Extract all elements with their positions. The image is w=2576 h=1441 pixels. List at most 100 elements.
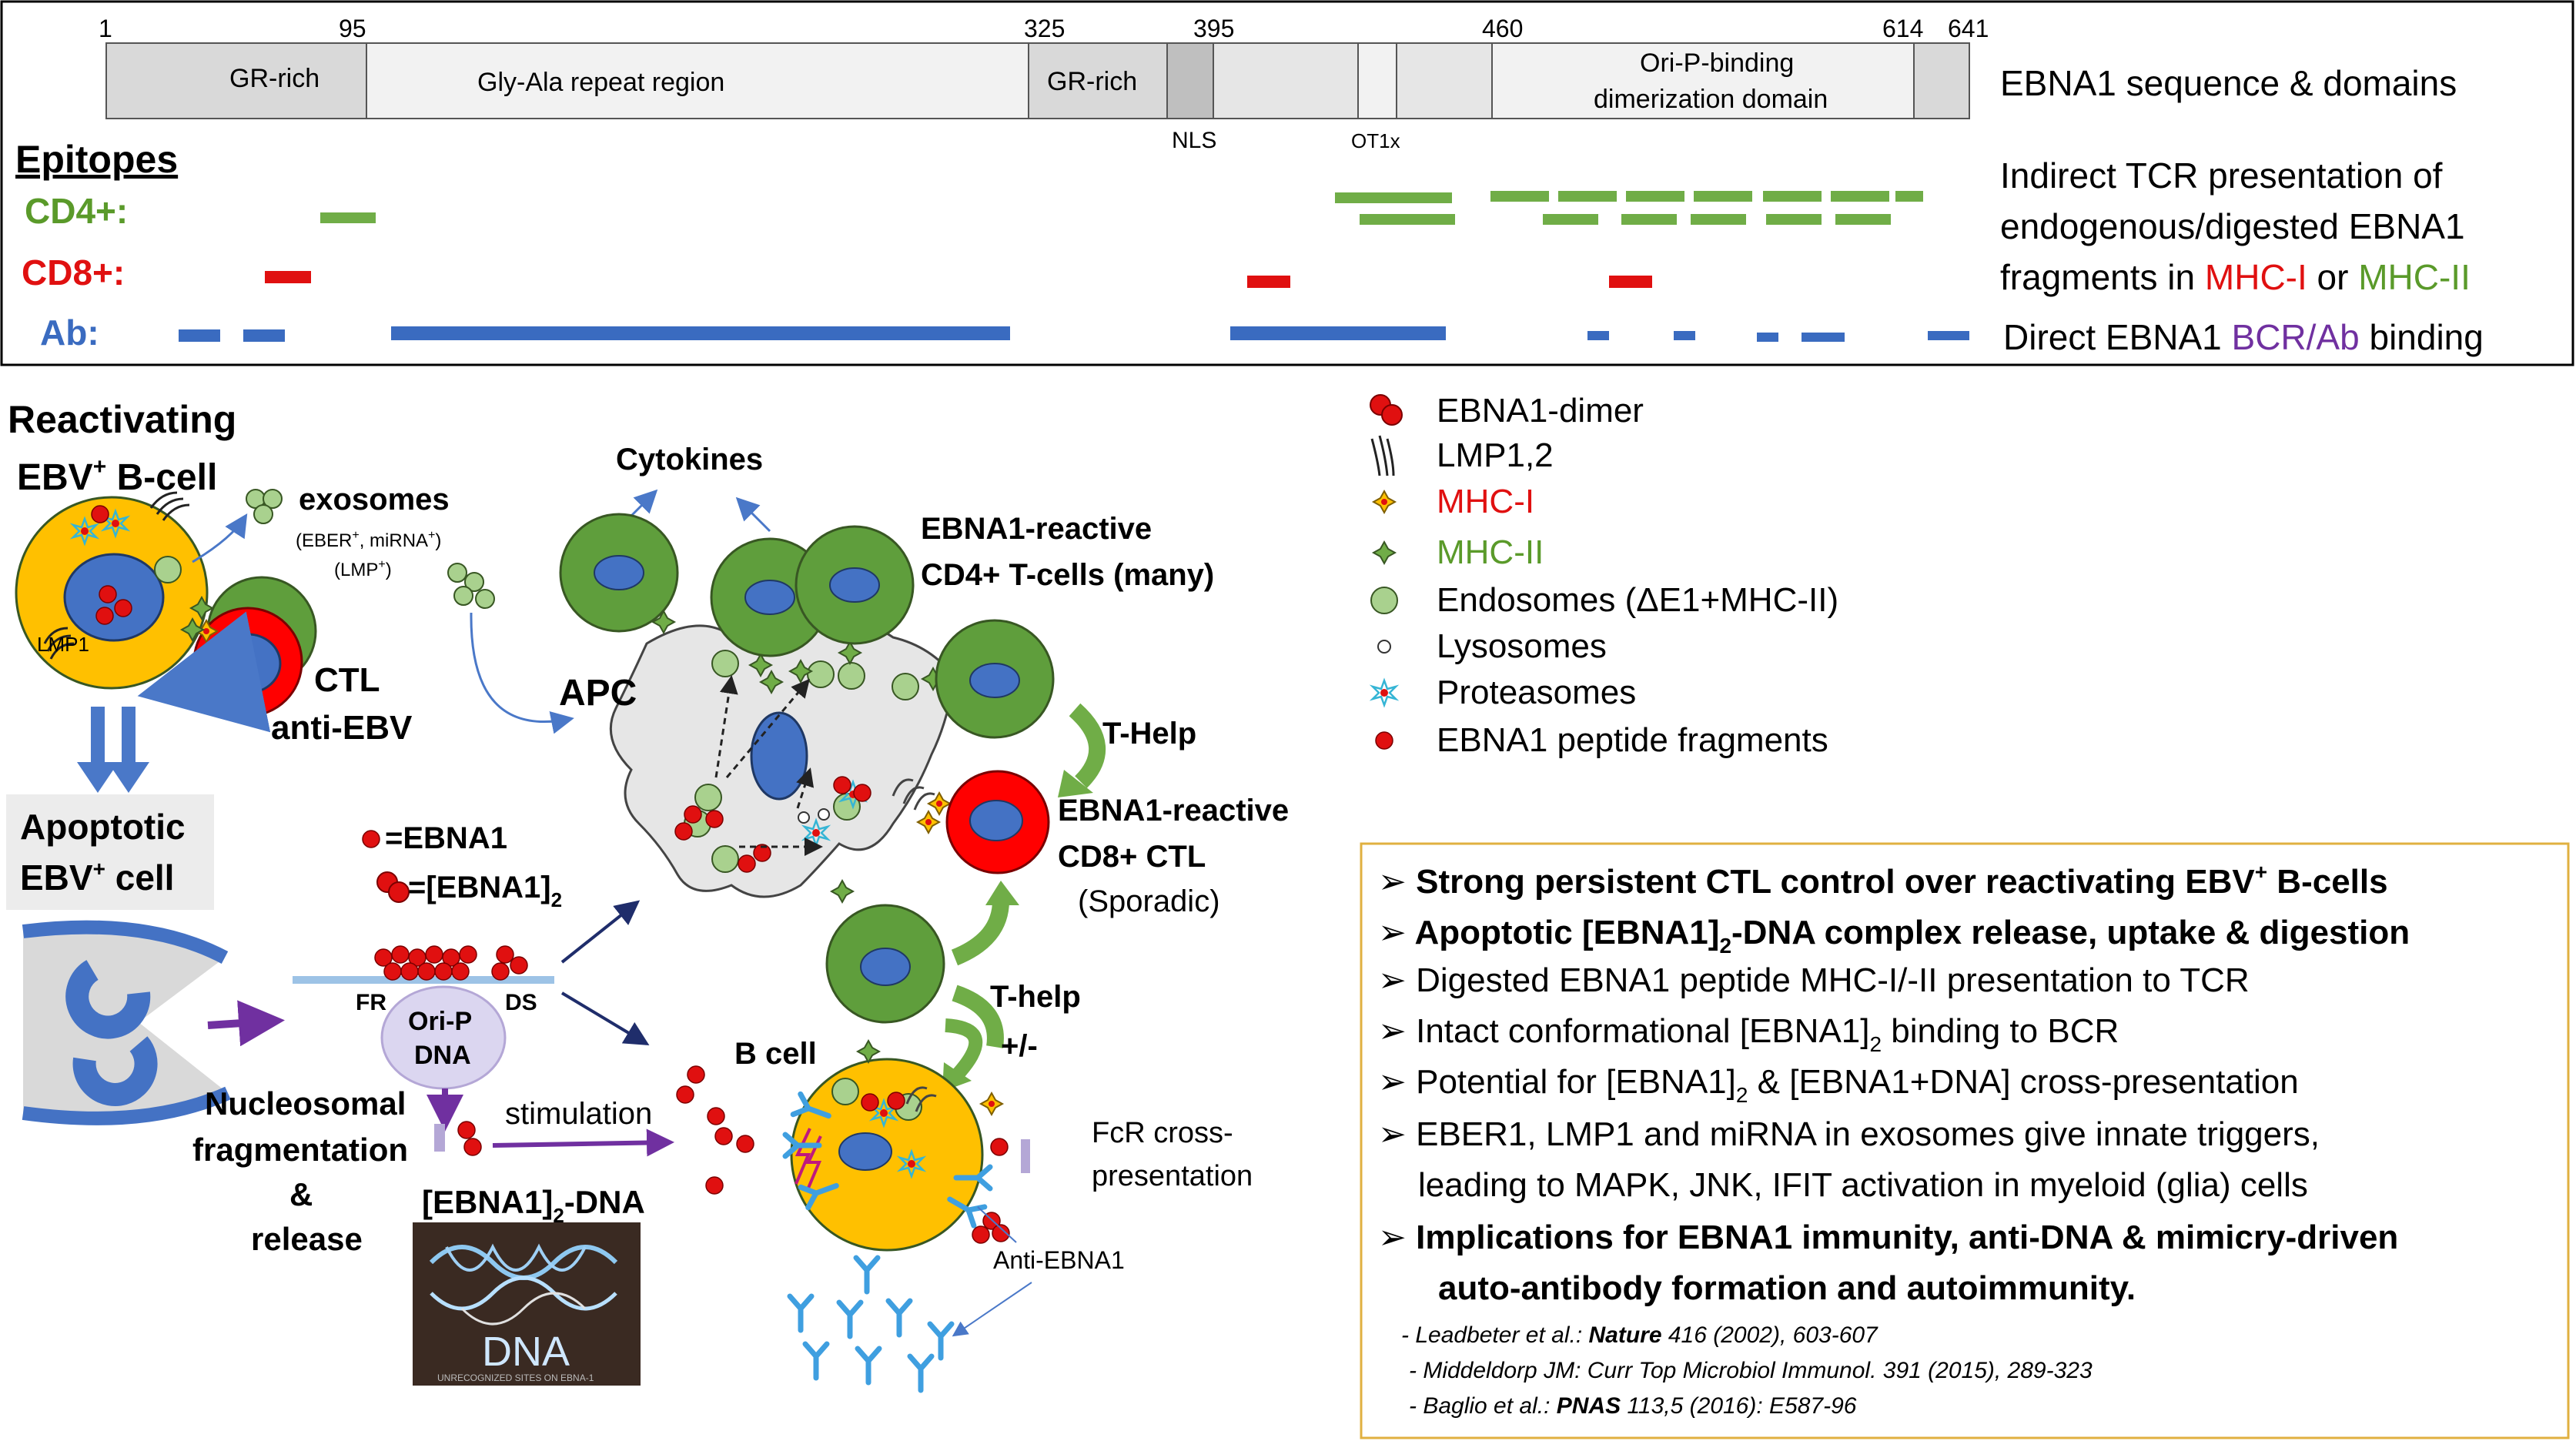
cd4-t-cells — [559, 513, 1055, 739]
bullet-3: ➢ Digested EBNA1 peptide MHC-I/-II prese… — [1378, 961, 2250, 999]
b-cell-label: B cell — [734, 1037, 817, 1071]
cd8-ctl-cell — [945, 770, 1050, 874]
domain-gly-ala — [366, 42, 1029, 119]
label-gly-ala: Gly-Ala repeat region — [477, 68, 724, 97]
release-label: release — [251, 1221, 363, 1257]
fcr-label-1: FcR cross- — [1092, 1117, 1233, 1149]
ab-label: Ab: — [40, 313, 99, 353]
bullet-2: ➢ Apoptotic [EBNA1]2-DNA complex release… — [1378, 914, 2410, 958]
ebna1-dimer-key: =[EBNA1]2 — [408, 871, 562, 911]
dna-image-small: UNRECOGNIZED SITES ON EBNA-1 — [437, 1372, 594, 1383]
cd8-label-1: EBNA1-reactive — [1058, 794, 1289, 827]
domain-labels: GR-rich Gly-Ala repeat region GR-rich Or… — [229, 48, 1828, 114]
label-orip-2: dimerization domain — [1594, 85, 1828, 114]
reactivating-b-cell: LMP1 — [15, 491, 209, 690]
t-help-label: T-Help — [1102, 717, 1196, 751]
fr-label: FR — [356, 990, 386, 1015]
down-arrows — [77, 707, 149, 793]
reference-1: - Leadbeter et al.: Nature 416 (2002), 6… — [1401, 1322, 1878, 1348]
ctl-cell — [181, 576, 317, 717]
direct-binding: Direct EBNA1 BCR/Ab binding — [2003, 317, 2484, 357]
apoptotic-label-2: EBV+ cell — [20, 857, 174, 898]
plusminus-label: +/- — [1001, 1029, 1038, 1063]
domain-ot1x — [1357, 42, 1397, 119]
exosomes-icon — [246, 489, 495, 609]
cd8-epitopes — [265, 271, 1652, 288]
pos-614: 614 — [1882, 15, 1923, 42]
ebna1-dna-label: [EBNA1]2-DNA — [422, 1184, 645, 1227]
legend-lysosomes: Lysosomes — [1437, 627, 1607, 665]
pos-460: 460 — [1482, 15, 1523, 42]
cd4-epitopes — [320, 191, 1923, 225]
lmp1-label: LMP1 — [37, 633, 89, 656]
anti-ebv-label: anti-EBV — [271, 709, 413, 747]
sequence-title: EBNA1 sequence & domains — [2000, 63, 2457, 103]
orip-dna-circle — [380, 985, 507, 1090]
legend-endosomes: Endosomes (ΔE1+MHC-II) — [1437, 581, 1838, 619]
apc-label: APC — [559, 673, 637, 714]
summary-bullets: ➢ Strong persistent CTL control over rea… — [1378, 860, 2410, 1307]
legend-peptides: EBNA1 peptide fragments — [1437, 721, 1828, 759]
pos-95: 95 — [339, 15, 366, 42]
stimulation-label: stimulation — [505, 1097, 652, 1131]
bullet-7-line-2: auto-antibody formation and autoimmunity… — [1438, 1269, 2136, 1307]
t-helper-cell — [825, 904, 945, 1024]
cd4-label: CD4+: — [25, 191, 128, 231]
domain-spacer-2 — [1396, 42, 1493, 119]
desc-line-2: endogenous/digested EBNA1 — [2000, 206, 2465, 246]
epitope-description: Indirect TCR presentation of endogenous/… — [2000, 155, 2484, 357]
domain-cterm — [1913, 42, 1970, 119]
summary-box — [1360, 842, 2570, 1439]
exosomes-label: exosomes — [299, 483, 450, 517]
ctl-label: CTL — [314, 661, 380, 699]
domain-nls — [1166, 42, 1214, 119]
exosomes-sub-1: (EBER+, miRNA+) — [296, 529, 441, 551]
bullet-5: ➢ Potential for [EBNA1]2 & [EBNA1+DNA] c… — [1378, 1063, 2299, 1107]
ebna1-key: =EBNA1 — [385, 821, 507, 855]
domain-gr-rich-1 — [105, 42, 367, 119]
legend-proteasomes: Proteasomes — [1437, 674, 1636, 711]
bullet-1: ➢ Strong persistent CTL control over rea… — [1378, 860, 2388, 901]
amp-label: & — [289, 1176, 313, 1212]
cd8-label-2: CD8+ CTL — [1058, 840, 1206, 874]
cd4-label-1: EBNA1-reactive — [921, 512, 1152, 546]
ab-epitopes — [179, 326, 1969, 342]
anti-ebna1-label: Anti-EBNA1 — [993, 1246, 1125, 1274]
apoptotic-box — [6, 794, 214, 910]
domain-bar — [105, 42, 1970, 119]
bullet-4: ➢ Intact conformational [EBNA1]2 binding… — [1378, 1012, 2119, 1056]
fcr-label-2: presentation — [1092, 1160, 1253, 1192]
sequence-positions: 1 95 325 395 460 614 641 — [99, 15, 1989, 42]
fragmentation-label: fragmentation — [192, 1132, 408, 1168]
legend-mhc1: MHC-I — [1437, 483, 1534, 520]
bullet-6-line-2: leading to MAPK, JNK, IFIT activation in… — [1418, 1166, 2308, 1204]
apoptotic-cell — [22, 920, 231, 1125]
dna-image-text: DNA — [482, 1329, 570, 1375]
bound-ebna1 — [374, 945, 528, 981]
desc-line-1: Indirect TCR presentation of — [2000, 155, 2443, 196]
t-help2-label: T-help — [990, 980, 1081, 1014]
pos-641: 641 — [1948, 15, 1989, 42]
pos-1: 1 — [99, 15, 112, 42]
cd4-label-2: CD4+ T-cells (many) — [921, 558, 1214, 592]
legend: EBNA1-dimer LMP1,2 MHC-I MHC-II Endosome… — [1370, 392, 1838, 759]
nucleosomal-label: Nucleosomal — [205, 1085, 406, 1122]
ds-label: DS — [505, 990, 537, 1015]
cd8-label: CD8+: — [22, 252, 125, 293]
reactivating-title: Reactivating — [8, 398, 236, 441]
exosomes-sub-2: (LMP+) — [334, 558, 392, 580]
b-cell — [790, 1058, 984, 1252]
cd8-label-3: (Sporadic) — [1078, 884, 1220, 918]
reactivating-title-2: EBV+ B-cell — [17, 454, 217, 498]
orip-label: Ori-P — [408, 1007, 472, 1036]
legend-ebna1-dimer: EBNA1-dimer — [1437, 392, 1644, 430]
domain-orip-binding — [1491, 42, 1915, 119]
reference-3: - Baglio et al.: PNAS 113,5 (2016): E587… — [1409, 1393, 1857, 1419]
cytokines-label: Cytokines — [616, 443, 763, 476]
label-gr-rich-2: GR-rich — [1047, 67, 1137, 96]
desc-line-3: fragments in MHC-I or MHC-II — [2000, 257, 2471, 297]
reference-2: - Middeldorp JM: Curr Top Microbiol Immu… — [1409, 1358, 2093, 1383]
references: - Leadbeter et al.: Nature 416 (2002), 6… — [1401, 1322, 2093, 1419]
bullet-6-line-1: ➢ EBER1, LMP1 and miRNA in exosomes give… — [1378, 1115, 2320, 1153]
